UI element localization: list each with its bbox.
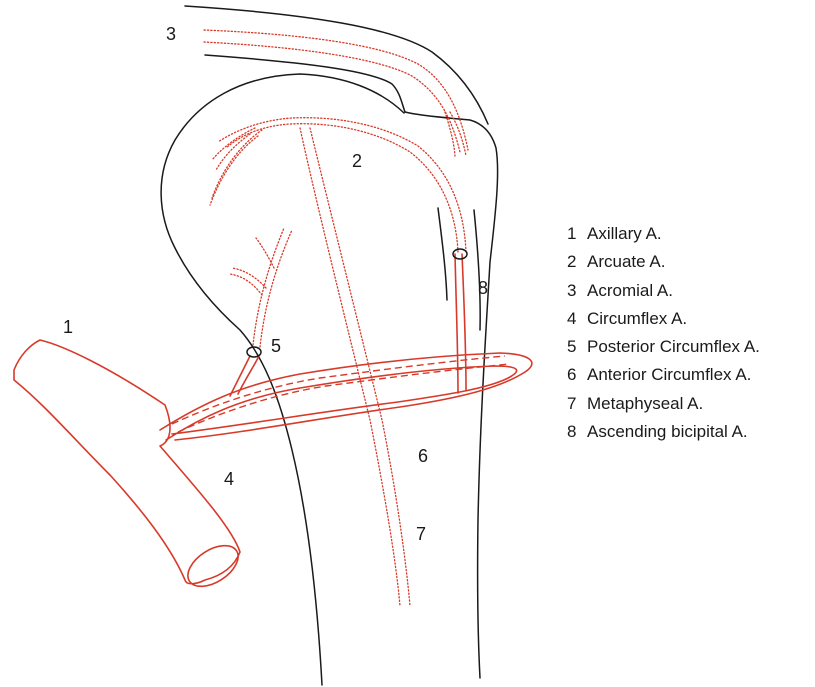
label-7: 7: [416, 524, 426, 544]
legend-number: 3: [567, 281, 587, 301]
posterior-branch-side-1: [230, 274, 262, 295]
legend-number: 4: [567, 309, 587, 329]
legend-text: Metaphyseal A.: [587, 394, 703, 414]
legend-number: 8: [567, 422, 587, 442]
legend-text: Acromial A.: [587, 281, 673, 301]
axillary-artery: [14, 340, 240, 584]
axillary-artery-cut-end: [181, 537, 245, 594]
ascending-bicipital-right: [462, 254, 466, 390]
humeral-head-outline: [161, 74, 404, 685]
bone-outline: [161, 6, 498, 685]
solid-vessels: [14, 249, 532, 595]
metaphyseal-artery-right: [310, 128, 410, 606]
label-8: 8: [478, 278, 488, 298]
legend-number: 7: [567, 394, 587, 414]
bicipital-groove-medial: [438, 208, 447, 300]
label-6: 6: [418, 446, 428, 466]
label-4: 4: [224, 469, 234, 489]
arcuate-branch-4: [216, 134, 250, 170]
legend-number: 5: [567, 337, 587, 357]
legend-text: Axillary A.: [587, 224, 662, 244]
circumflex-ring-inner: [166, 366, 517, 440]
legend-text: Ascending bicipital A.: [587, 422, 748, 442]
legend-text: Arcuate A.: [587, 252, 665, 272]
posterior-branch-side-2: [232, 268, 266, 288]
acromion-lower-edge: [205, 55, 405, 112]
posterior-branch-main-left: [253, 228, 284, 345]
number-labels: 1 2 3 4 5 6 7 8: [63, 24, 488, 544]
label-2: 2: [352, 151, 362, 171]
legend-text: Circumflex A.: [587, 309, 687, 329]
arcuate-artery-upper: [226, 124, 458, 252]
label-1: 1: [63, 317, 73, 337]
legend-text: Anterior Circumflex A.: [587, 365, 751, 385]
legend-number: 2: [567, 252, 587, 272]
posterior-branch-side-3: [256, 238, 274, 268]
arcuate-branch-3: [212, 128, 255, 160]
legend-number: 6: [567, 365, 587, 385]
ascending-bicipital-left: [455, 254, 458, 393]
acromial-artery-1: [204, 30, 468, 150]
legend-text: Posterior Circumflex A.: [587, 337, 760, 357]
bicipital-groove-lateral: [474, 210, 480, 330]
legend-number: 1: [567, 224, 587, 244]
arcuate-branch-2: [210, 136, 258, 205]
label-5: 5: [271, 336, 281, 356]
greater-tuberosity-outline: [405, 112, 498, 678]
label-3: 3: [166, 24, 176, 44]
